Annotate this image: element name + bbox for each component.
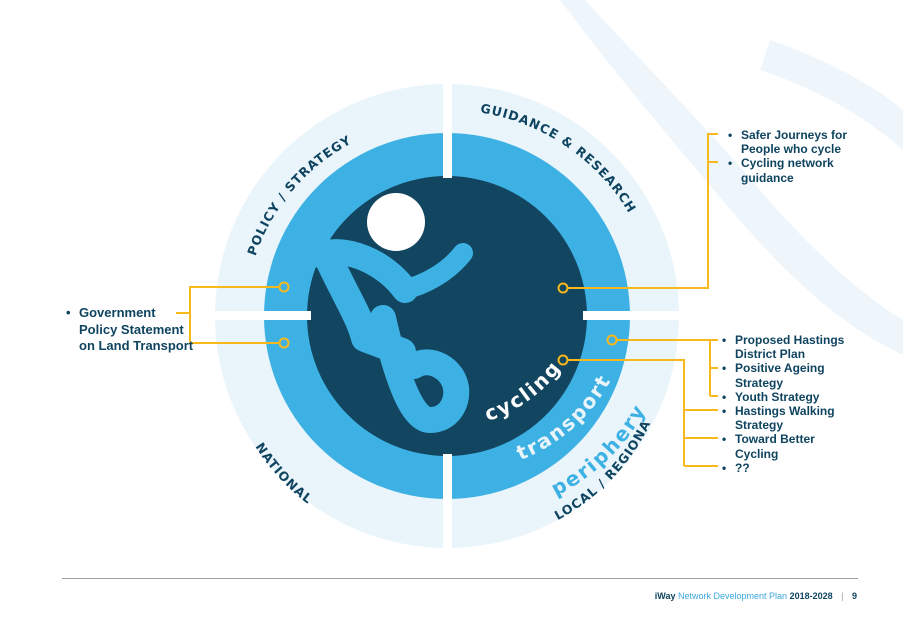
guidance-research-list: Safer Journeys for People who cycle Cycl… xyxy=(728,128,858,185)
list-item: Toward Better Cycling xyxy=(722,432,857,460)
list-item: Hastings Walking Strategy xyxy=(722,404,857,432)
footer-divider xyxy=(62,578,858,579)
list-item: Cycling network guidance xyxy=(728,156,858,184)
inner-disc xyxy=(307,176,587,456)
page-footer: iWay Network Development Plan 2018-2028 … xyxy=(655,591,857,601)
list-item: Government Policy Statement on Land Tran… xyxy=(66,305,196,355)
quadrant-dividers xyxy=(215,80,681,554)
list-item: ?? xyxy=(722,461,857,475)
footer-brand: iWay xyxy=(654,591,676,601)
list-item: Positive Ageing Strategy xyxy=(722,361,857,389)
local-regional-list: Proposed Hastings District Plan Positive… xyxy=(722,333,857,475)
footer-title: Network Development Plan xyxy=(677,591,788,601)
list-item: Proposed Hastings District Plan xyxy=(722,333,857,361)
national-policy-list: Government Policy Statement on Land Tran… xyxy=(66,305,196,355)
list-item: Youth Strategy xyxy=(722,390,857,404)
list-item: Safer Journeys for People who cycle xyxy=(728,128,858,156)
footer-separator: | xyxy=(841,591,844,601)
page-number: 9 xyxy=(851,591,857,601)
cyclist-icon xyxy=(307,193,473,433)
connectors xyxy=(176,133,718,467)
footer-years: 2018-2028 xyxy=(789,591,833,601)
